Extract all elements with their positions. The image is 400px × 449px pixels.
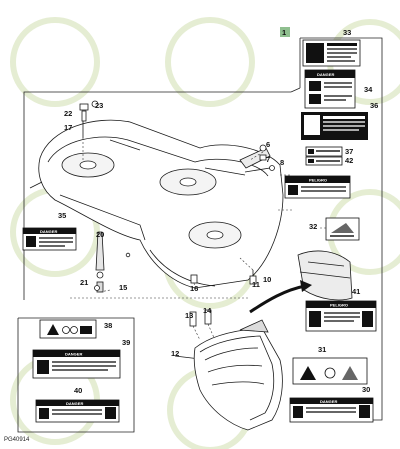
callout-42: 42 [345,156,353,165]
decal-39: DANGER [32,349,121,379]
callout-38: 38 [104,321,112,330]
callout-34: 34 [364,85,373,94]
callout-12: 12 [171,349,179,358]
callout-17: 17 [64,123,72,132]
svg-text:DANGER: DANGER [40,229,57,234]
callout-22: 22 [64,109,72,118]
callout-40: 40 [74,386,82,395]
decal-peligro-upper: PELIGRO [284,175,351,199]
callout-8: 8 [280,158,284,167]
callout-41: 41 [352,287,360,296]
svg-text:DANGER: DANGER [65,352,82,357]
callout-39: 39 [122,338,130,347]
callout-36: 36 [370,101,378,110]
callout-37: 37 [345,147,353,156]
decal-30: DANGER [289,397,374,423]
callout-33: 33 [343,28,351,37]
chute-deflector [297,250,353,301]
callout-numbers: 6 7 8 10 11 12 13 14 15 16 17 20 21 22 2… [58,28,378,395]
callout-23: 23 [95,101,103,110]
svg-text:DANGER: DANGER [320,399,337,404]
callout-21: 21 [80,278,88,287]
callout-16: 16 [190,284,198,293]
callout-1: 1 [280,27,290,37]
callout-14: 14 [203,306,212,315]
callout-20: 20 [96,230,104,239]
svg-text:1: 1 [282,28,286,37]
direction-arrow [249,280,312,314]
svg-text:DANGER: DANGER [66,401,83,406]
decal-31 [292,357,368,385]
decal-37 [305,146,343,157]
callout-7: 7 [266,155,270,164]
decal-34: DANGER [304,69,356,109]
callout-13: 13 [185,311,193,320]
hardware [79,100,345,368]
decal-33 [302,39,361,67]
svg-text:PELIGRO: PELIGRO [309,178,327,183]
discharge-chute [193,319,283,431]
decal-32 [325,217,360,241]
decal-38 [39,319,97,339]
callout-10: 10 [263,275,271,284]
svg-text:PELIGRO: PELIGRO [330,303,348,308]
figure-id: PG40914 [4,437,30,443]
decal-40: DANGER [35,399,120,423]
callout-6: 6 [266,140,270,149]
callout-32: 32 [309,222,317,231]
callout-11: 11 [252,280,260,289]
mower-deck [29,119,284,289]
callout-31: 31 [318,345,326,354]
decal-36 [301,112,368,140]
svg-text:DANGER: DANGER [317,72,334,77]
callout-15: 15 [119,283,127,292]
callout-35: 35 [58,211,66,220]
callout-30: 30 [362,385,370,394]
decal-42 [305,156,343,166]
decal-35: DANGER [22,227,77,251]
decal-41: PELIGRO [305,300,377,332]
